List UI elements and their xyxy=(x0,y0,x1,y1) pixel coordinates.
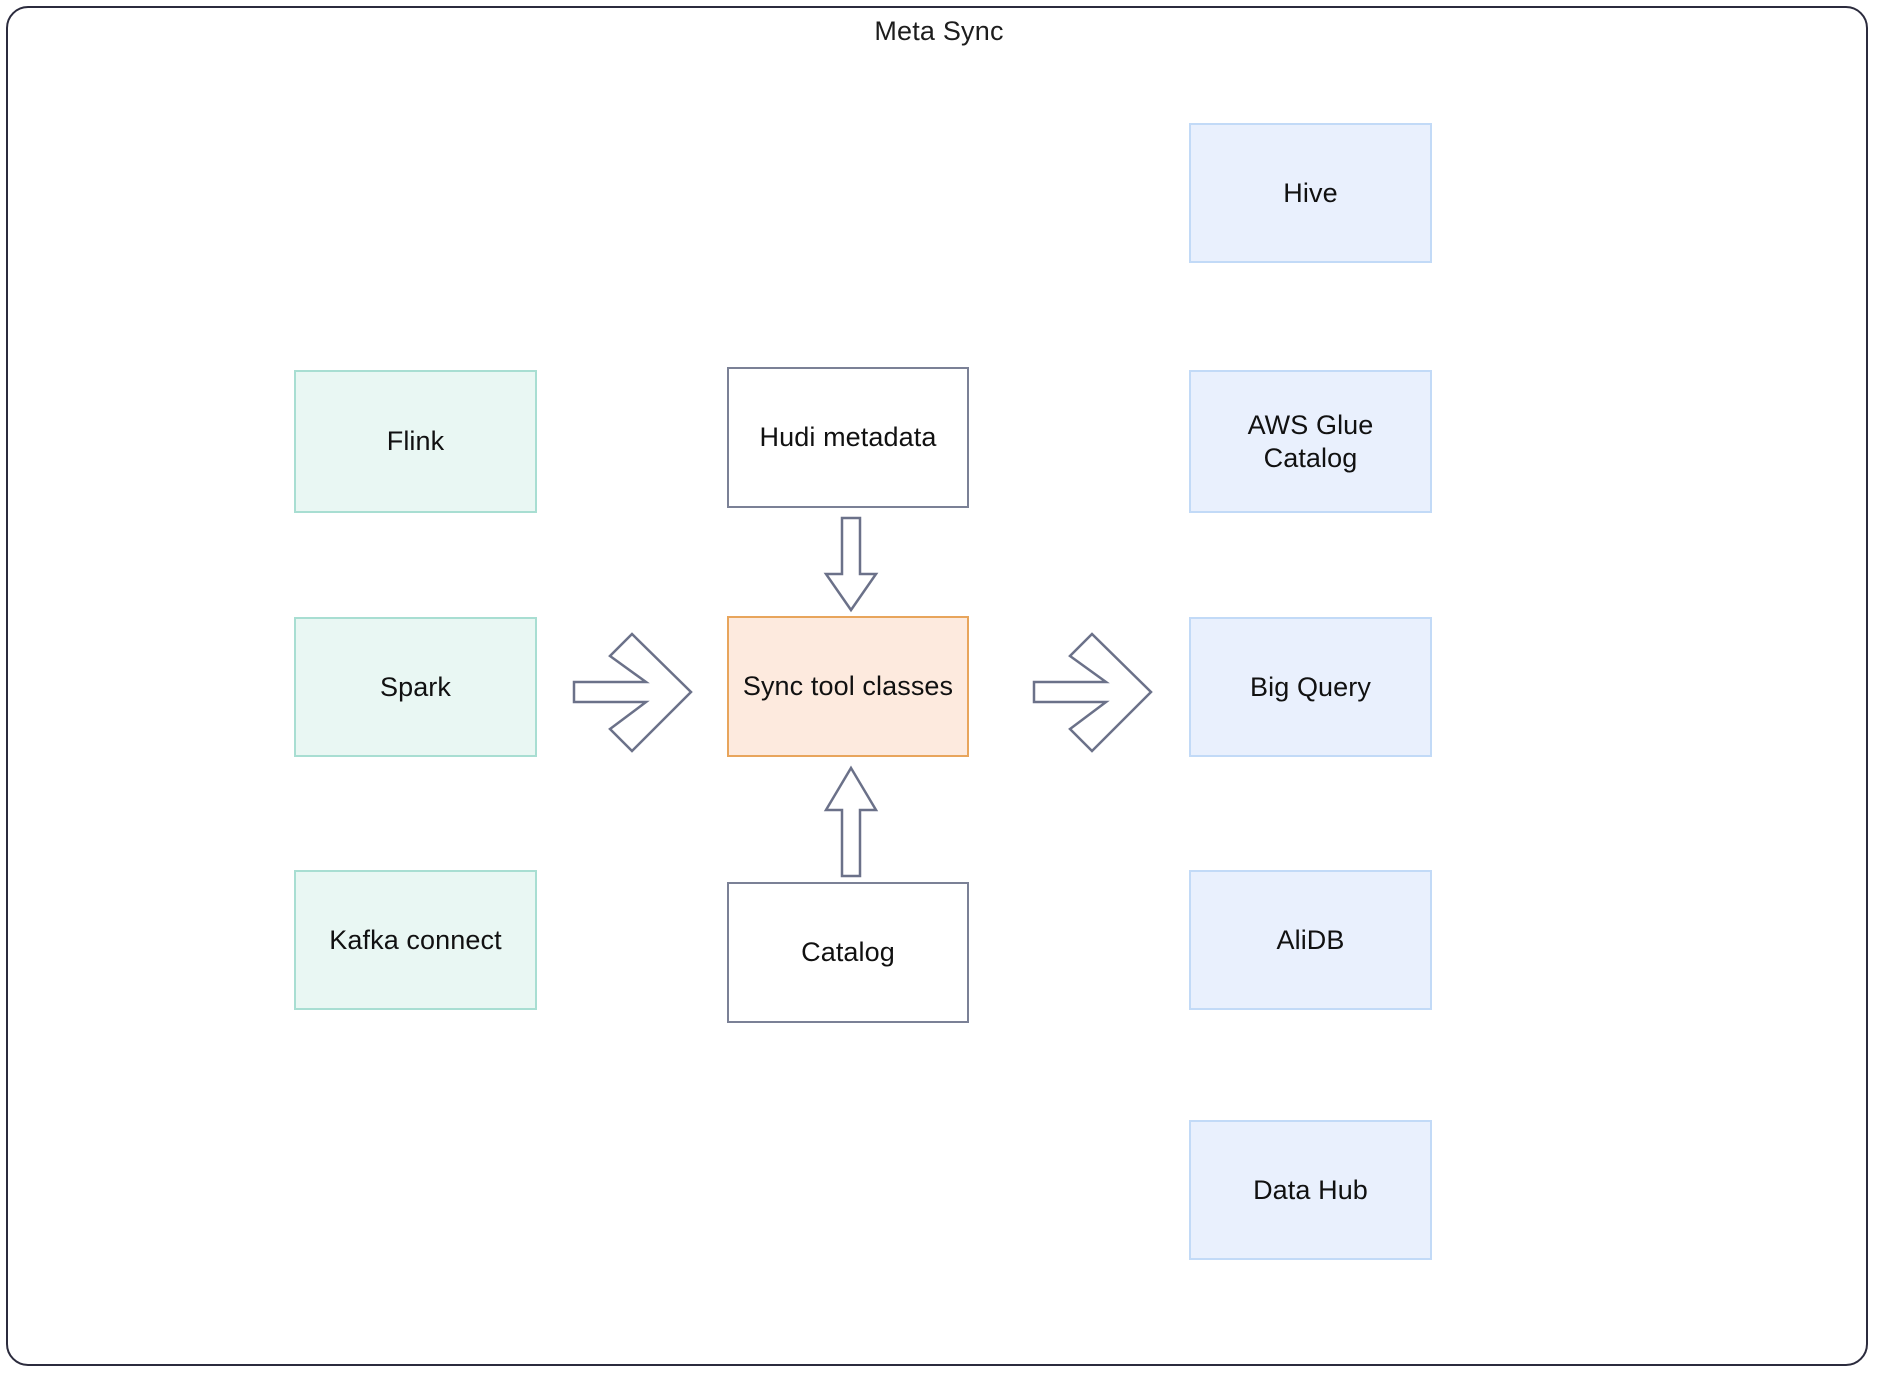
node-flink[interactable]: Flink xyxy=(294,370,537,513)
node-aws-glue-catalog-label: AWS Glue Catalog xyxy=(1247,410,1374,473)
node-data-hub-label: Data Hub xyxy=(1253,1174,1368,1205)
node-hive[interactable]: Hive xyxy=(1189,123,1432,263)
node-flink-label: Flink xyxy=(386,426,445,457)
page-title: Meta Sync xyxy=(874,16,1004,46)
node-big-query-label: Big Query xyxy=(1250,671,1371,702)
node-hudi-metadata-label: Hudi metadata xyxy=(759,422,937,453)
node-spark[interactable]: Spark xyxy=(294,617,537,757)
node-hudi-metadata[interactable]: Hudi metadata xyxy=(727,367,969,508)
node-kafka-connect[interactable]: Kafka connect xyxy=(294,870,537,1010)
node-alidb-label: AliDB xyxy=(1276,924,1345,955)
node-catalog-label: Catalog xyxy=(801,937,895,968)
node-aws-glue-catalog[interactable]: AWS Glue Catalog xyxy=(1189,370,1432,513)
node-data-hub[interactable]: Data Hub xyxy=(1189,1120,1432,1260)
node-spark-label: Spark xyxy=(379,671,452,702)
node-alidb[interactable]: AliDB xyxy=(1189,870,1432,1010)
node-kafka-connect-label: Kafka connect xyxy=(329,924,502,955)
node-big-query[interactable]: Big Query xyxy=(1189,617,1432,757)
node-hive-label: Hive xyxy=(1283,177,1338,208)
node-sync-tool-classes-label: Sync tool classes xyxy=(742,671,954,702)
node-sync-tool-classes[interactable]: Sync tool classes xyxy=(727,616,969,757)
node-catalog[interactable]: Catalog xyxy=(727,882,969,1023)
